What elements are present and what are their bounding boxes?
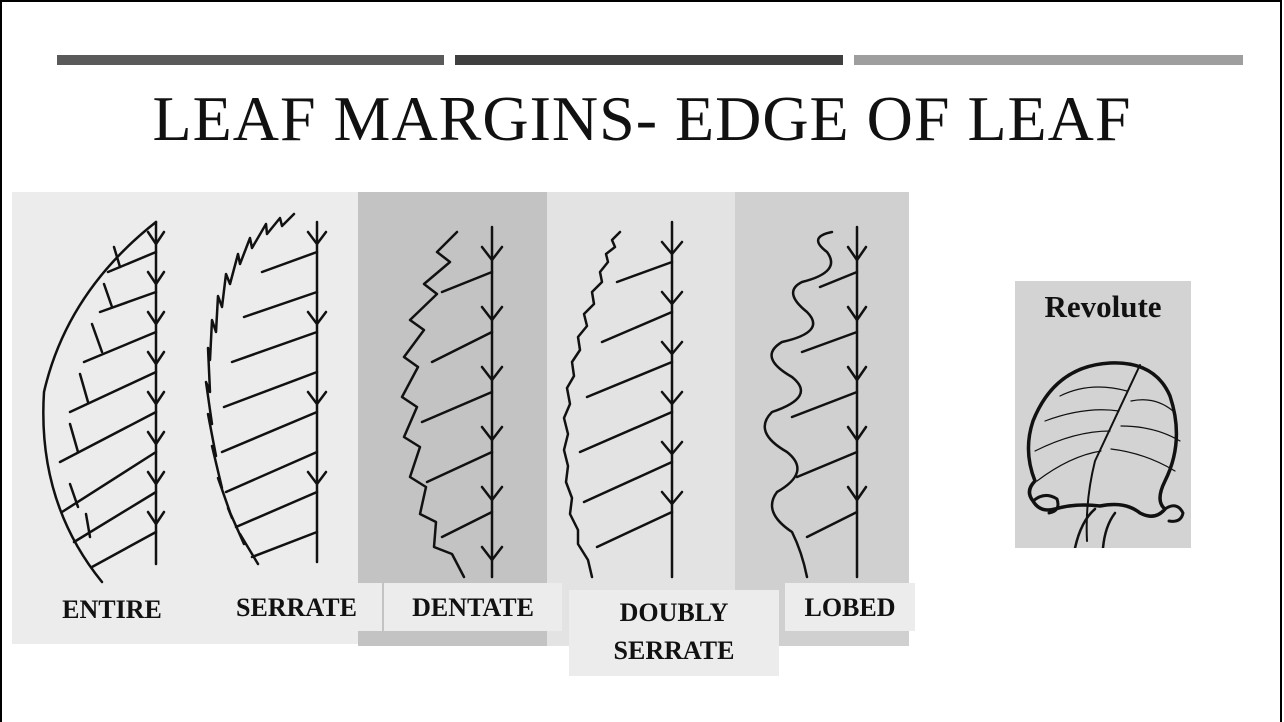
- doubly-serrate-leaf-drawing: [562, 220, 684, 579]
- serrate-leaf-drawing: [204, 212, 328, 566]
- revolute-panel: Revolute: [1015, 281, 1191, 548]
- label-lobed: LOBED: [785, 583, 915, 631]
- lobed-leaf-drawing: [763, 225, 868, 579]
- leaf-margin-illustrations: [42, 212, 868, 584]
- label-dentate: DENTATE: [384, 583, 562, 631]
- panel-lobed: [735, 192, 909, 646]
- label-entire: ENTIRE: [36, 591, 188, 633]
- revolute-leaf-drawing: [1026, 361, 1185, 548]
- panel-dentate: [358, 192, 547, 646]
- panel-doubly-serrate: [547, 192, 735, 646]
- entire-leaf-drawing: [42, 220, 166, 584]
- header-bar-right: [854, 55, 1243, 65]
- label-serrate: SERRATE: [211, 583, 382, 631]
- dentate-leaf-drawing: [400, 225, 504, 579]
- label-doubly-serrate-line2: SERRATE: [613, 636, 735, 665]
- slide-title: LEAF MARGINS- EDGE OF LEAF: [152, 83, 1132, 154]
- label-doubly-serrate: DOUBLY SERRATE: [569, 590, 779, 676]
- label-doubly-serrate-line1: DOUBLY: [619, 598, 729, 627]
- revolute-label: Revolute: [1044, 289, 1162, 324]
- header-bar-middle: [455, 55, 843, 65]
- header-bar-left: [57, 55, 444, 65]
